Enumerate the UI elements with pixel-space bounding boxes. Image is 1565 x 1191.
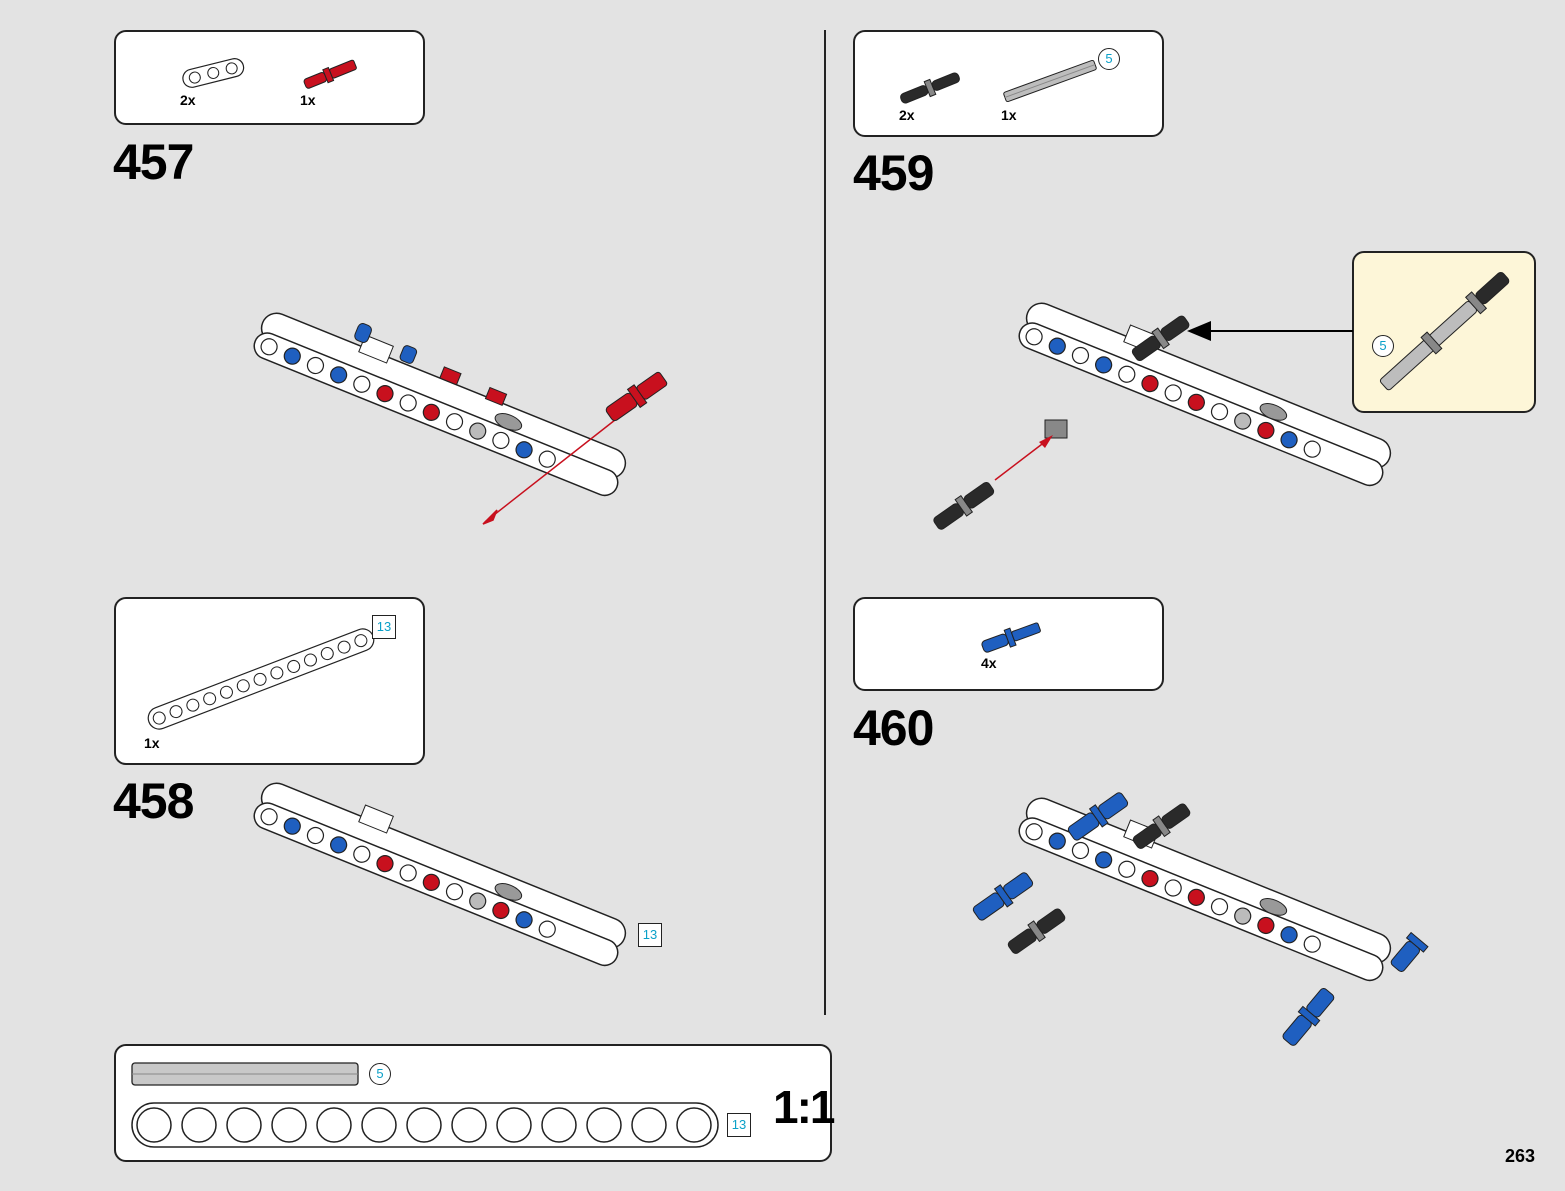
- axle-scale-icon: [131, 1062, 359, 1086]
- beam-assembly-458: [253, 782, 627, 967]
- part-qty: 1x: [1001, 107, 1017, 123]
- axle-with-pins-icon: [1379, 271, 1510, 391]
- callout-arrow: [1187, 321, 1353, 341]
- scale-label: 1:1: [773, 1081, 836, 1133]
- parts-callout-458: 13 1x: [114, 597, 425, 765]
- part-qty: 1x: [144, 735, 160, 751]
- model-length-indicator: 13: [638, 923, 662, 947]
- beam-assembly-460: [972, 792, 1429, 1046]
- length-indicator: 5: [1098, 48, 1120, 70]
- column-divider: [824, 30, 826, 1015]
- parts-callout-460: 4x: [853, 597, 1164, 691]
- beam-assembly-457: [253, 312, 668, 525]
- beam-scale-icon: [131, 1102, 719, 1148]
- length-indicator: 5: [369, 1063, 391, 1085]
- part-qty: 4x: [981, 655, 997, 671]
- blue-axle-pin-icon: [981, 622, 1041, 653]
- red-axle-pin-icon: [303, 59, 357, 89]
- step-number: 458: [113, 773, 194, 829]
- insert-arrow-459: [933, 435, 1053, 530]
- grey-axle-icon: [1003, 59, 1097, 103]
- beam-assembly-459: [1018, 302, 1392, 487]
- length-indicator: 13: [727, 1113, 751, 1137]
- page-number: 263: [1504, 1146, 1535, 1166]
- part-qty: 2x: [180, 92, 196, 108]
- step-number: 459: [853, 145, 934, 201]
- part-qty: 2x: [899, 107, 915, 123]
- parts-callout-459: 2x 5 1x: [853, 30, 1164, 137]
- white-3-beam-icon: [182, 58, 245, 88]
- step-number: 457: [113, 134, 194, 190]
- parts-callout-457: 2x 1x: [114, 30, 425, 125]
- black-friction-pin-icon: [900, 72, 960, 104]
- length-indicator: 5: [1372, 335, 1394, 357]
- length-indicator: 13: [372, 615, 396, 639]
- part-qty: 1x: [300, 92, 316, 108]
- white-13-beam-icon: [147, 628, 375, 730]
- scale-reference-box: 5 13 1:1: [114, 1044, 836, 1162]
- step-number: 460: [853, 700, 934, 756]
